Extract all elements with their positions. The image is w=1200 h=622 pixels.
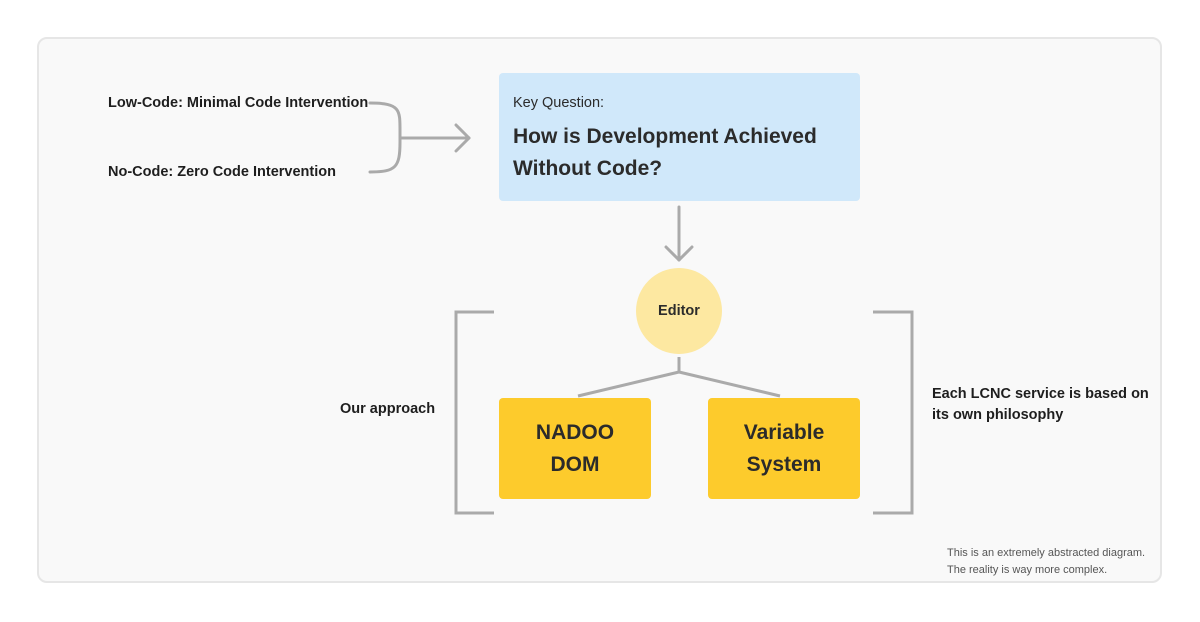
no-code-label: No-Code: Zero Code Intervention <box>108 164 336 180</box>
editor-label: Editor <box>658 303 700 319</box>
key-question-box: Key Question: How is Development Achieve… <box>499 73 860 201</box>
abstraction-note: This is an extremely abstracted diagram.… <box>947 545 1145 579</box>
our-approach-label: Our approach <box>340 401 436 417</box>
left-bracket <box>454 310 494 515</box>
arrow-right-head <box>454 123 471 153</box>
right-bracket <box>873 310 914 515</box>
arrow-down-head <box>664 245 694 262</box>
philosophy-label: Each LCNC service is based on its own ph… <box>932 386 1149 423</box>
nadoo-dom-box: NADOO DOM <box>499 398 651 499</box>
low-code-label: Low-Code: Minimal Code Intervention <box>108 95 369 111</box>
key-question-label: Key Question: <box>513 95 605 111</box>
key-question-title: How is Development Achieved Without Code… <box>513 125 817 180</box>
curly-brace <box>368 101 402 174</box>
branch-left <box>577 370 680 398</box>
note-line-2: The reality is way more complex. <box>947 564 1108 576</box>
note-line-1: This is an extremely abstracted diagram. <box>947 547 1146 559</box>
branch-right <box>678 370 781 398</box>
nadoo-dom-label: NADOO DOM <box>535 420 615 476</box>
editor-node: Editor <box>636 268 722 354</box>
variable-system-box: Variable System <box>708 398 860 499</box>
variable-system-label: Variable System <box>743 420 825 476</box>
